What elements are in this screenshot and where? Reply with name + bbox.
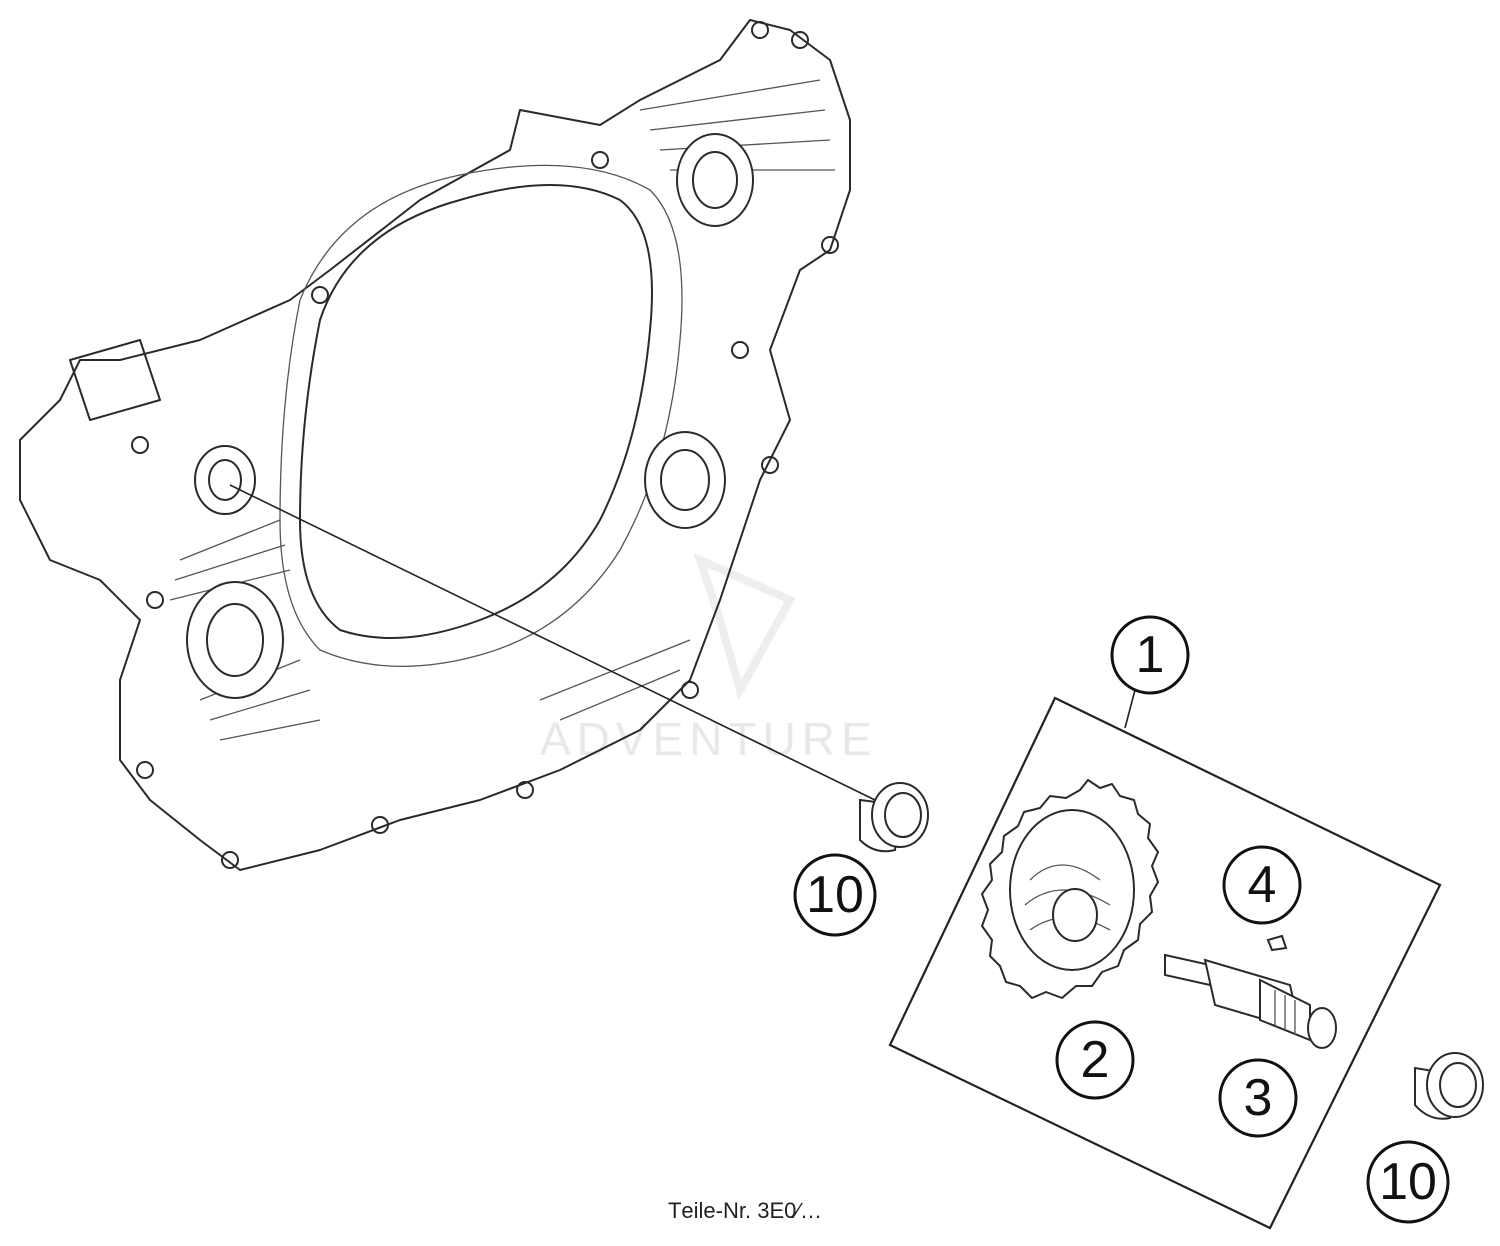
callout-10-upper: 10 bbox=[793, 853, 877, 937]
bolt-holes bbox=[131, 21, 839, 869]
crankcase-inner-opening bbox=[299, 184, 653, 639]
callout-4: 4 bbox=[1222, 845, 1302, 925]
crankcase-inner-rim bbox=[279, 164, 683, 668]
balancer-bearing-seat bbox=[194, 445, 256, 515]
woodruff-key-part-4 bbox=[1266, 934, 1288, 952]
watermark-logo-mark bbox=[693, 552, 796, 701]
watermark-text: ADVENTURE bbox=[540, 713, 878, 765]
callout-10-upper-label: 10 bbox=[806, 866, 864, 924]
callout-10-lower-label: 10 bbox=[1379, 1153, 1437, 1211]
callout-3: 3 bbox=[1218, 1058, 1298, 1138]
leader-bearing-to-part-10 bbox=[229, 484, 876, 801]
callout-2-label: 2 bbox=[1081, 1031, 1110, 1089]
bearing-part-10-upper bbox=[859, 782, 929, 853]
balancer-gear-part-2 bbox=[981, 779, 1159, 999]
crankcase-cover bbox=[19, 19, 851, 871]
callout-4-label: 4 bbox=[1248, 856, 1277, 914]
callout-1-label: 1 bbox=[1136, 626, 1165, 684]
leader-callout-1 bbox=[1124, 689, 1136, 729]
watermark: ADVENTURE bbox=[540, 552, 878, 765]
kit-frame-item-1 bbox=[888, 696, 1442, 1230]
lower-bearing-boss bbox=[186, 581, 284, 699]
callout-10-lower: 10 bbox=[1366, 1140, 1450, 1224]
middle-bearing-boss bbox=[644, 431, 726, 529]
diagram-caption: Tеile-Nr. 3E0∕… bbox=[668, 1198, 822, 1223]
upper-bearing-boss bbox=[676, 133, 754, 227]
callout-1: 1 bbox=[1110, 615, 1190, 695]
bearing-part-10-lower bbox=[1414, 1052, 1484, 1120]
callout-3-label: 3 bbox=[1244, 1069, 1273, 1127]
crankcase-outline bbox=[19, 19, 851, 871]
balancer-shaft-part-3 bbox=[1164, 953, 1337, 1049]
callout-2: 2 bbox=[1055, 1020, 1135, 1100]
crankcase-left-lug bbox=[69, 339, 161, 421]
